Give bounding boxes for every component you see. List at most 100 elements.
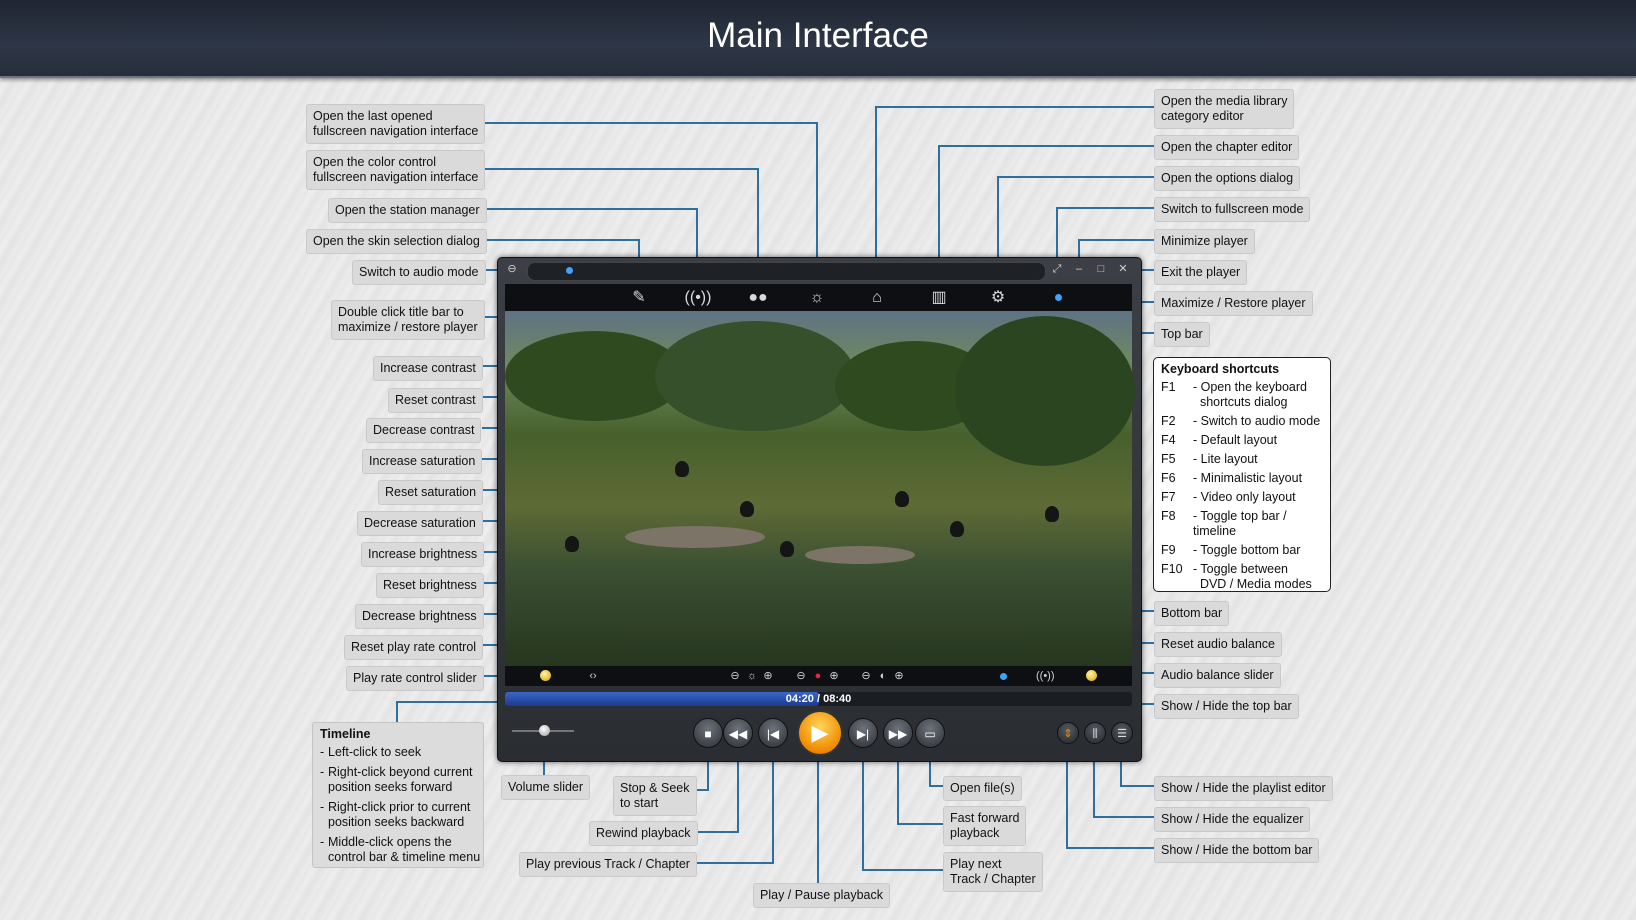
brush-icon[interactable]: ✎ — [632, 289, 646, 306]
label-reset-brightness: Reset brightness — [376, 573, 484, 598]
label-stop-seek: Stop & Seek to start — [613, 776, 697, 816]
line-color-fullscreen-nav — [482, 168, 759, 290]
label-station-manager: Open the station manager — [328, 198, 487, 223]
playlist-icon[interactable]: ☰ — [1111, 722, 1133, 744]
gear-icon[interactable]: ⚙ — [990, 289, 1006, 306]
equalizer-icon[interactable]: ⫼ — [1084, 722, 1106, 744]
header-banner: Main Interface — [0, 0, 1636, 78]
label-audio-balance-slider: Audio balance slider — [1154, 663, 1281, 688]
time-display: 04:20 / 08:40 — [785, 693, 852, 705]
label-rewind: Rewind playback — [589, 821, 698, 846]
label-exit: Exit the player — [1154, 260, 1248, 285]
line-previous — [694, 734, 774, 864]
label-play-previous: Play previous Track / Chapter — [519, 852, 697, 877]
shortcut-row: F8- Toggle top bar / timeline — [1161, 509, 1287, 538]
label-last-fullscreen-nav: Open the last opened fullscreen navigati… — [306, 104, 486, 144]
shortcut-row: F7- Video only layout — [1161, 490, 1296, 504]
play-rate-slider[interactable] — [540, 670, 551, 681]
fast-forward-icon[interactable]: ▶▶ — [883, 718, 913, 748]
reset-saturation-icon[interactable]: ● — [814, 670, 822, 682]
volume-knob[interactable] — [539, 725, 550, 736]
label-decrease-contrast: Decrease contrast — [366, 418, 482, 443]
top-bar — [505, 284, 1132, 311]
line-chapter-editor — [938, 145, 1154, 290]
reset-audio-balance-icon[interactable]: ((•)) — [1036, 670, 1055, 682]
label-minimize: Minimize player — [1154, 229, 1255, 254]
increase-contrast-icon[interactable]: ⊕ — [894, 670, 904, 682]
bottom-bar-marker — [1000, 673, 1007, 680]
next-icon[interactable]: ▶| — [848, 718, 878, 748]
label-toggle-playlist: Show / Hide the playlist editor — [1154, 776, 1333, 801]
line-toggle-bottom-bar — [1066, 734, 1154, 849]
toggle-bars-icon[interactable]: ⇕ — [1057, 722, 1079, 744]
line-media-library — [875, 106, 1154, 290]
label-reset-play-rate: Reset play rate control — [344, 635, 484, 660]
timeline-item: -Right-click prior to current position s… — [320, 800, 471, 829]
keyboard-box-title: Keyboard shortcuts — [1161, 362, 1280, 376]
eject-icon[interactable]: ▭ — [915, 718, 945, 748]
increase-brightness-icon[interactable]: ⊕ — [763, 670, 773, 682]
keyboard-shortcuts-box: Keyboard shortcuts F1- Open the keyboard… — [1153, 357, 1331, 592]
line-options — [997, 176, 1154, 290]
library-icon[interactable]: ⌂ — [872, 289, 882, 306]
play-icon[interactable]: ▶ — [797, 710, 843, 756]
label-increase-saturation: Increase saturation — [362, 449, 483, 474]
line-fast-forward — [897, 734, 945, 825]
line-minimize — [1078, 239, 1154, 265]
audio-balance-slider[interactable] — [1086, 670, 1097, 681]
label-media-library: Open the media library category editor — [1154, 89, 1295, 129]
timeline-item: -Middle-click opens the control bar & ti… — [320, 835, 481, 864]
line-rewind — [694, 734, 739, 833]
label-reset-contrast: Reset contrast — [388, 388, 483, 413]
reset-contrast-icon[interactable]: ◐ — [879, 670, 887, 682]
label-maximize-restore: Maximize / Restore player — [1154, 291, 1313, 316]
video-area[interactable] — [505, 311, 1135, 666]
label-skin-dialog: Open the skin selection dialog — [306, 229, 487, 254]
brightness-icon[interactable]: ☼ — [809, 289, 825, 306]
timeline-box-title: Timeline — [320, 727, 371, 741]
shortcut-row: F6- Minimalistic layout — [1161, 471, 1303, 485]
shortcut-row: F4- Default layout — [1161, 433, 1278, 447]
shortcut-row: F5- Lite layout — [1161, 452, 1258, 466]
label-fast-forward: Fast forward playback — [943, 806, 1027, 846]
line-fullscreen — [1056, 207, 1154, 265]
shortcut-row: F10- Toggle between DVD / Media modes — [1161, 562, 1312, 591]
decrease-saturation-icon[interactable]: ⊖ — [796, 670, 806, 682]
close-icon[interactable]: ✕ — [1118, 263, 1128, 275]
book-icon[interactable]: ▥ — [931, 289, 947, 306]
label-toggle-equalizer: Show / Hide the equalizer — [1154, 807, 1311, 832]
label-audio-mode: Switch to audio mode — [352, 260, 486, 285]
label-play-next: Play next Track / Chapter — [943, 852, 1043, 892]
previous-icon[interactable]: |◀ — [758, 718, 788, 748]
fullscreen-icon[interactable]: ⤢ — [1052, 263, 1062, 275]
minimize-icon[interactable]: – — [1075, 263, 1083, 275]
label-chapter-editor: Open the chapter editor — [1154, 135, 1300, 160]
timeline-item: -Left-click to seek — [320, 745, 422, 759]
label-increase-brightness: Increase brightness — [361, 542, 485, 567]
broadcast-icon[interactable]: ((•)) — [684, 289, 712, 306]
rewind-icon[interactable]: ◀◀ — [723, 718, 753, 748]
color-circles-icon[interactable]: ●● — [748, 289, 768, 306]
label-open-files: Open file(s) — [943, 776, 1022, 801]
label-title-bar: Double click title bar to maximize / res… — [331, 300, 485, 340]
timeline[interactable]: 04:20 / 08:40 — [505, 692, 1132, 706]
decrease-contrast-icon[interactable]: ⊖ — [861, 670, 871, 682]
shortcut-row: F1- Open the keyboard shortcuts dialog — [1161, 380, 1307, 409]
label-increase-contrast: Increase contrast — [373, 356, 483, 381]
decrease-brightness-icon[interactable]: ⊖ — [730, 670, 740, 682]
maximize-icon[interactable]: □ — [1097, 263, 1105, 275]
label-options-dialog: Open the options dialog — [1154, 166, 1301, 191]
timeline-info-box: Timeline -Left-click to seek -Right-clic… — [312, 722, 484, 868]
line-timeline — [396, 701, 528, 722]
reset-play-rate-icon[interactable]: ‹› — [589, 670, 597, 682]
title-bar-marker — [566, 267, 573, 274]
label-color-fullscreen-nav: Open the color control fullscreen naviga… — [306, 150, 486, 190]
audio-mode-icon[interactable]: ⊖ — [507, 263, 517, 275]
title-bar[interactable] — [527, 262, 1046, 281]
top-bar-marker — [1055, 294, 1062, 301]
timeline-item: -Right-click beyond current position see… — [320, 765, 473, 794]
reset-brightness-icon[interactable]: ☼ — [746, 670, 758, 682]
line-next — [862, 734, 945, 871]
increase-saturation-icon[interactable]: ⊕ — [829, 670, 839, 682]
stop-icon[interactable]: ■ — [693, 718, 723, 748]
